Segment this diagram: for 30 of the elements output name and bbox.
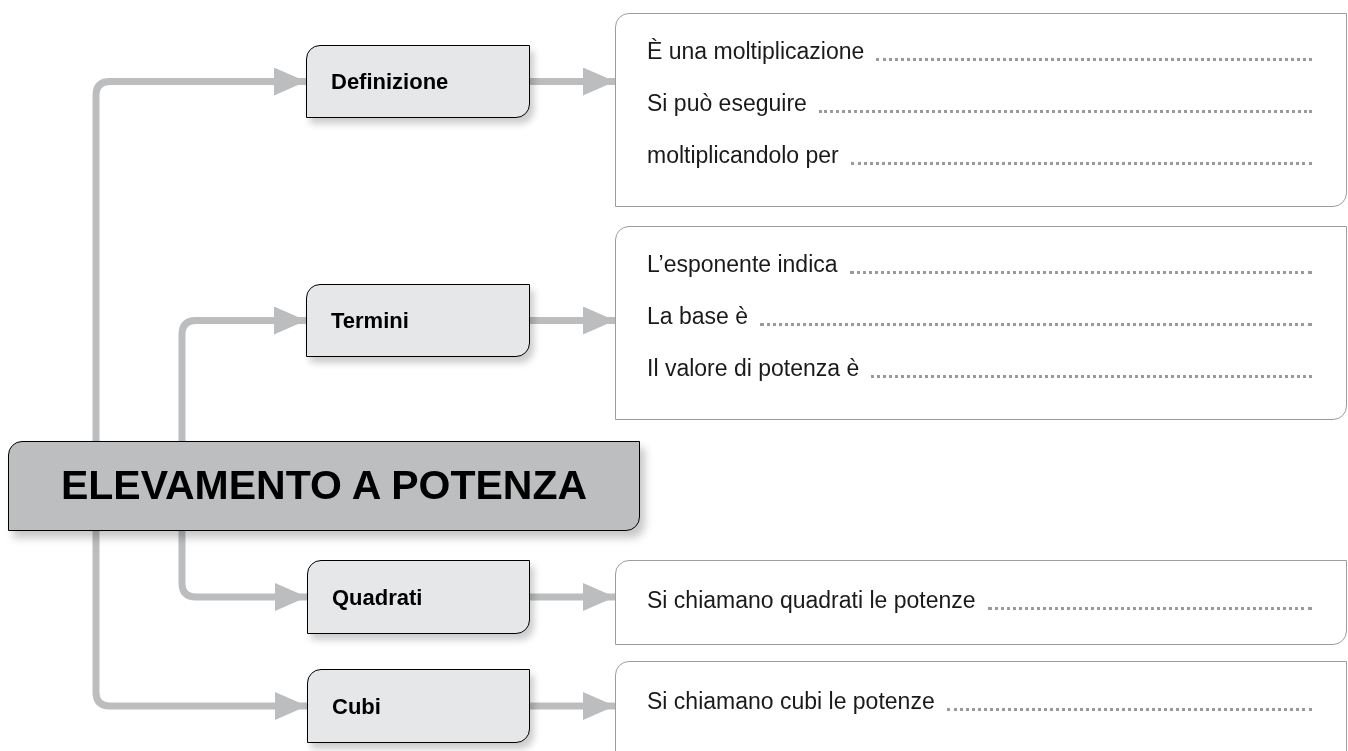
prompt-text: È una moltiplicazione — [647, 37, 865, 66]
arrow — [92, 531, 307, 720]
prompt-text: Il valore di potenza è — [647, 354, 860, 383]
prompt-text: Si chiamano cubi le potenze — [647, 687, 935, 716]
topic-box — [306, 284, 530, 357]
title-text: ELEVAMENTO A POTENZA — [60, 461, 588, 511]
arrow — [530, 583, 615, 611]
arrow — [530, 692, 615, 720]
topic-label: Termini — [331, 307, 409, 335]
topic-label: Quadrati — [332, 583, 423, 612]
prompt-text: Si può eseguire — [647, 89, 807, 118]
prompt-text: L’esponente indica — [647, 250, 838, 279]
topic-label: Cubi — [332, 692, 381, 721]
prompt-text: Si chiamano quadrati le potenze — [647, 586, 976, 615]
arrow — [178, 306, 306, 441]
answer-box — [615, 661, 1347, 751]
topic-box — [307, 560, 530, 634]
title-box — [8, 441, 640, 531]
arrow — [92, 67, 306, 441]
topic-box — [306, 45, 530, 118]
arrow — [530, 306, 615, 335]
topic-label: Definizione — [331, 68, 449, 96]
arrow — [530, 67, 615, 96]
answer-box — [615, 226, 1347, 420]
answer-box — [615, 560, 1347, 645]
arrow — [178, 531, 307, 611]
answer-box — [615, 13, 1347, 207]
prompt-text: La base è — [647, 302, 749, 331]
topic-box — [307, 669, 530, 743]
prompt-text: moltiplicandolo per — [647, 141, 839, 170]
